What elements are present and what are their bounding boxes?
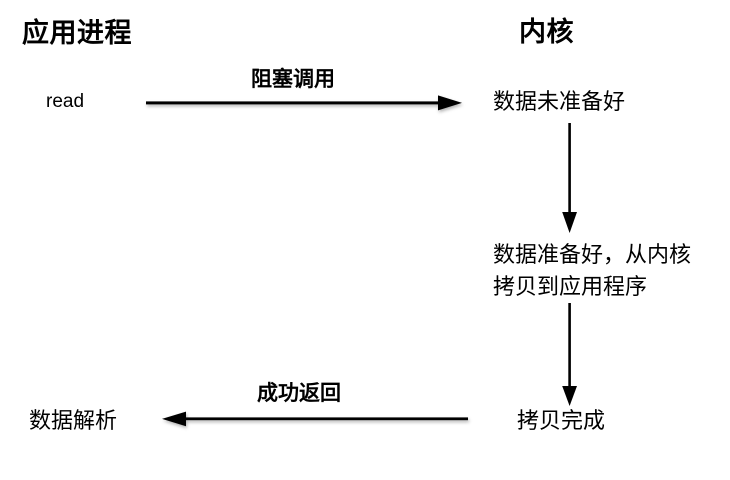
- column-title-kernel: 内核: [519, 17, 574, 47]
- arrow-blocking-call: [146, 95, 462, 111]
- node-kernel-data-not-ready: 数据未准备好: [493, 89, 626, 114]
- node-kernel-data-ready-line2: 拷贝到应用程序: [493, 274, 648, 299]
- arrow-label-success-return: 成功返回: [257, 382, 341, 405]
- node-kernel-data-ready-line1: 数据准备好，从内核: [493, 242, 692, 267]
- arrow-label-blocking-call: 阻塞调用: [251, 68, 335, 91]
- arrow-kernel-copy-down: [562, 303, 577, 406]
- arrow-success-return: [162, 411, 468, 427]
- column-title-application-process: 应用进程: [22, 18, 132, 48]
- node-read-call: read: [46, 91, 85, 112]
- arrow-kernel-wait-down: [562, 123, 577, 233]
- node-copy-complete: 拷贝完成: [517, 408, 606, 433]
- node-data-parse: 数据解析: [29, 408, 118, 433]
